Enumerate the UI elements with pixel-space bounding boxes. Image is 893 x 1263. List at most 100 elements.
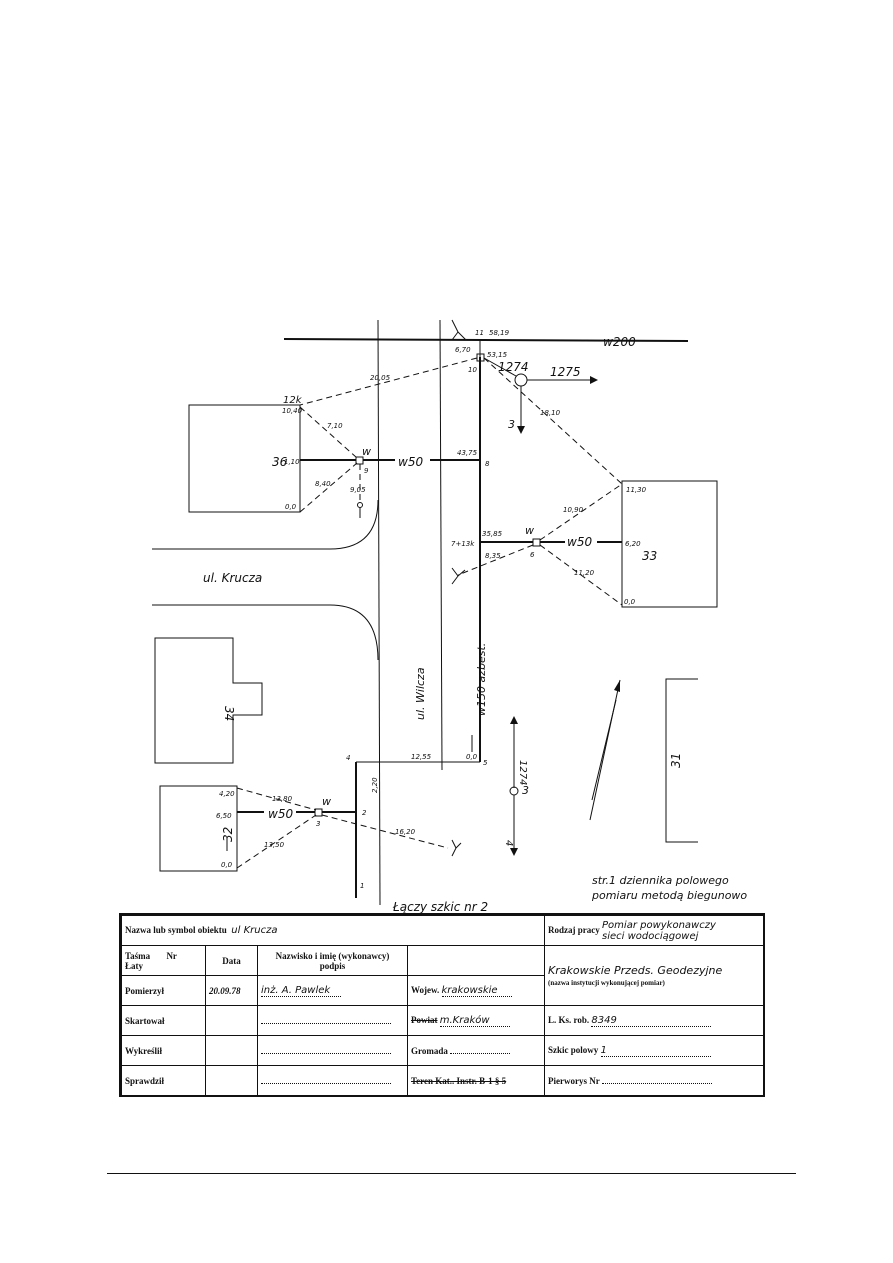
point-label: 3 <box>316 820 320 828</box>
well-label: 1274 <box>498 360 529 374</box>
ks-cell: L. Ks. rob. 8349 <box>544 1005 765 1036</box>
stub-icon <box>357 502 363 508</box>
well-3-icon <box>509 786 519 796</box>
node-9 <box>355 456 364 465</box>
szkic-value: 1 <box>600 1045 711 1057</box>
pipe-w200-line <box>283 338 689 342</box>
measure-line <box>299 357 478 406</box>
measure-value: 6,50 <box>216 812 232 820</box>
pierworys-label: Pierworys Nr <box>548 1075 600 1086</box>
ks-value: 8349 <box>591 1015 712 1027</box>
date-header: Data <box>205 945 258 976</box>
point-label: 12k <box>283 395 303 406</box>
measure-value: 0,0 <box>221 861 233 869</box>
row-date <box>205 1065 258 1096</box>
row-name-cell <box>257 1005 408 1036</box>
arrow-head-icon <box>510 848 518 856</box>
tape-cell: Taśma Nr Łaty <box>121 945 206 976</box>
measure-value: 43,75 <box>457 449 478 457</box>
work-value-2: sieci wodociągowej <box>602 930 699 942</box>
row-label: Wykreślił <box>121 1035 206 1066</box>
pipe-w50-label: w50 <box>268 807 293 821</box>
row-label: Skartował <box>121 1005 206 1036</box>
pow-label: Powiat <box>411 1014 438 1025</box>
measure-value: 6,70 <box>455 346 471 354</box>
street-name-wilcza: ul. Wilcza <box>414 667 427 720</box>
well-1274-icon <box>514 373 528 387</box>
node-6 <box>532 538 541 547</box>
pipe-w50-label: w50 <box>398 455 423 469</box>
row-name-cell: inż. A. Pawlek <box>257 975 408 1006</box>
building-number: 36 <box>272 455 288 469</box>
sign-header-label: podpis <box>319 960 346 971</box>
measure-value: 10,90 <box>563 506 584 514</box>
szkic-label: Szkic polowy <box>548 1044 599 1055</box>
object-cell: Nazwa lub symbol obiektu ul Krucza <box>120 915 546 946</box>
street-line <box>377 319 381 906</box>
curb-line <box>152 604 379 661</box>
north-arrow-icon <box>591 699 617 801</box>
title-block: Nazwa lub symbol obiektu ul Krucza Rodza… <box>119 913 765 1097</box>
hydrant-icon <box>451 567 466 585</box>
point-label: 5 <box>483 759 488 767</box>
measure-value: 10,40 <box>282 407 303 415</box>
measure-value: 8,40 <box>315 480 331 488</box>
measure-line <box>539 544 623 606</box>
well-label: 1274 <box>517 760 528 785</box>
measure-line <box>483 357 623 485</box>
woj-value: krakowskie <box>441 985 512 997</box>
building-36 <box>188 404 301 513</box>
measure-value: 8,35 <box>485 552 501 560</box>
measure-value: 13,80 <box>272 795 293 803</box>
point-label: 9 <box>364 467 369 475</box>
pow-cell: Powiat m.Kraków <box>406 1005 546 1036</box>
measure-value: 16,20 <box>395 828 416 836</box>
ks-label: L. Ks. rob. <box>548 1014 590 1025</box>
measure-value: 12,55 <box>411 753 432 761</box>
measure-value: 6,20 <box>625 540 641 548</box>
well-label: 3 <box>508 418 515 431</box>
row-name-cell <box>257 1065 408 1096</box>
row-date <box>205 1005 258 1036</box>
well-label: 4 <box>503 840 514 846</box>
szkic-cell: Szkic polowy 1 <box>544 1035 765 1066</box>
measure-line <box>457 544 534 576</box>
building-32 <box>159 785 238 872</box>
row-label: Sprawdził <box>121 1065 206 1096</box>
point-label: 4 <box>346 754 350 762</box>
link-note: Łączy szkic nr 2 <box>392 900 488 914</box>
arrow-head-icon <box>517 426 525 434</box>
street-name-krucza: ul. Krucza <box>203 571 262 585</box>
hydrant-icon <box>451 839 462 857</box>
row-date: 20.09.78 <box>205 975 258 1006</box>
point-label: 11 <box>475 329 484 337</box>
measure-value: 11,30 <box>626 486 647 494</box>
teren-cell: Teren Kat.. Instr. B-1 § 5 <box>406 1065 546 1096</box>
well-label: 1275 <box>550 365 581 379</box>
building-number: 34 <box>222 706 236 721</box>
field-note: pomiaru metodą biegunowo <box>591 889 747 902</box>
point-label: 8 <box>485 460 490 468</box>
arrow-head-icon <box>510 716 518 724</box>
company-cell: Krakowskie Przeds. Geodezyjne (nazwa ins… <box>544 945 765 1006</box>
row-name: inż. A. Pawlek <box>261 985 341 997</box>
hydrant-icon <box>451 319 467 341</box>
measure-value: 35,85 <box>482 530 503 538</box>
work-label: Rodzaj pracy <box>548 924 600 935</box>
pipe-w50-label: w50 <box>567 535 592 549</box>
node-3 <box>314 808 323 817</box>
field-note: str.1 dziennika polowego <box>592 874 729 887</box>
object-label: Nazwa lub symbol obiektu <box>125 925 227 935</box>
measure-value: 9,05 <box>350 486 366 494</box>
measure-value: 4,20 <box>219 790 235 798</box>
measure-line <box>321 814 449 849</box>
pipe-w150-label: w150 azbest. <box>475 643 488 716</box>
work-value-1: Pomiar powykonawczy <box>602 919 716 931</box>
point-label: 2 <box>362 809 367 817</box>
measure-value: 0,0 <box>624 598 636 606</box>
building-34 <box>154 637 263 764</box>
building-33 <box>621 480 718 608</box>
pow-value: m.Kraków <box>439 1015 510 1027</box>
measure-line <box>539 483 623 541</box>
